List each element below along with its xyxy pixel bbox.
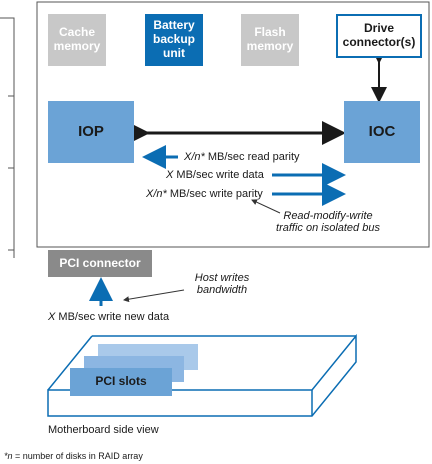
host-pointer [123, 289, 185, 303]
flash-memory-block: Flash memory [241, 14, 299, 66]
ioc-block: IOC [344, 101, 420, 163]
host-writes-annotation: Host writes bandwidth [194, 272, 250, 296]
motherboard-caption: Motherboard side view [48, 424, 159, 436]
write-new-data-label: X MB/sec write new data [48, 311, 170, 323]
write-parity-label: X/n* MB/sec write parity [146, 188, 263, 200]
write-data-label: X MB/sec write data [166, 169, 264, 181]
rmw-pointer [251, 199, 281, 214]
battery-backup-block: Battery backup unit [145, 14, 203, 66]
read-parity-label: X/n* MB/sec read parity [184, 151, 300, 163]
footnote: *n = number of disks in RAID array [4, 451, 143, 461]
pci-slots-block: PCI slots [70, 368, 172, 396]
adapter-card-outline [36, 1, 430, 248]
card-bracket [0, 17, 15, 258]
rmw-annotation: Read-modify-write traffic on isolated bu… [276, 210, 380, 234]
cache-memory-block: Cache memory [48, 14, 106, 66]
iop-block: IOP [48, 101, 134, 163]
drive-connector-block: Drive connector(s) [336, 14, 422, 58]
pci-connector-block: PCI connector [48, 250, 152, 277]
